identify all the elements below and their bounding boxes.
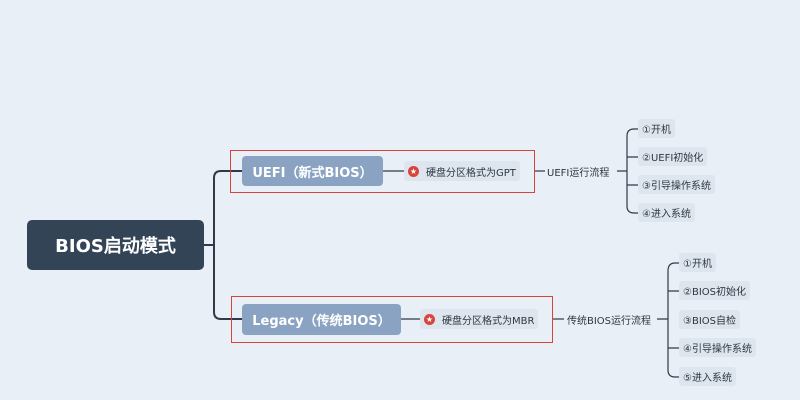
legacy-step-5[interactable]: ⑤进入系统 <box>679 367 736 386</box>
legacy-step-3[interactable]: ③BIOS自检 <box>679 310 740 329</box>
legacy-step-4[interactable]: ④引导操作系统 <box>679 338 756 357</box>
legacy-partition-node[interactable]: ★ 硬盘分区格式为MBR <box>420 309 539 329</box>
legacy-step-1[interactable]: ①开机 <box>679 253 716 272</box>
connector-root-uefi <box>204 170 242 246</box>
uefi-step-3[interactable]: ③引导操作系统 <box>638 175 715 194</box>
uefi-partition-node[interactable]: ★ 硬盘分区格式为GPT <box>404 161 520 181</box>
legacy-flow-node[interactable]: 传统BIOS运行流程 <box>567 315 652 327</box>
connector-root-legacy <box>213 245 242 320</box>
connector-uefi-steps <box>617 128 638 214</box>
legacy-branch-node[interactable]: Legacy（传统BIOS） <box>242 304 401 335</box>
star-marker-icon: ★ <box>408 165 419 177</box>
uefi-flow-node[interactable]: UEFI运行流程 <box>547 167 610 179</box>
star-marker-icon: ★ <box>424 313 435 325</box>
uefi-partition-label: 硬盘分区格式为GPT <box>426 167 516 179</box>
legacy-highlight-frame <box>231 296 553 343</box>
legacy-partition-label: 硬盘分区格式为MBR <box>442 315 535 327</box>
connector-legacy-steps <box>657 262 679 378</box>
uefi-branch-node[interactable]: UEFI（新式BIOS） <box>242 156 383 186</box>
legacy-step-2[interactable]: ②BIOS初始化 <box>679 281 750 300</box>
uefi-step-4[interactable]: ④进入系统 <box>638 203 695 222</box>
uefi-step-2[interactable]: ②UEFI初始化 <box>638 147 708 166</box>
root-node[interactable]: BIOS启动模式 <box>27 220 204 270</box>
uefi-highlight-frame <box>230 150 535 193</box>
uefi-step-1[interactable]: ①开机 <box>638 119 675 138</box>
